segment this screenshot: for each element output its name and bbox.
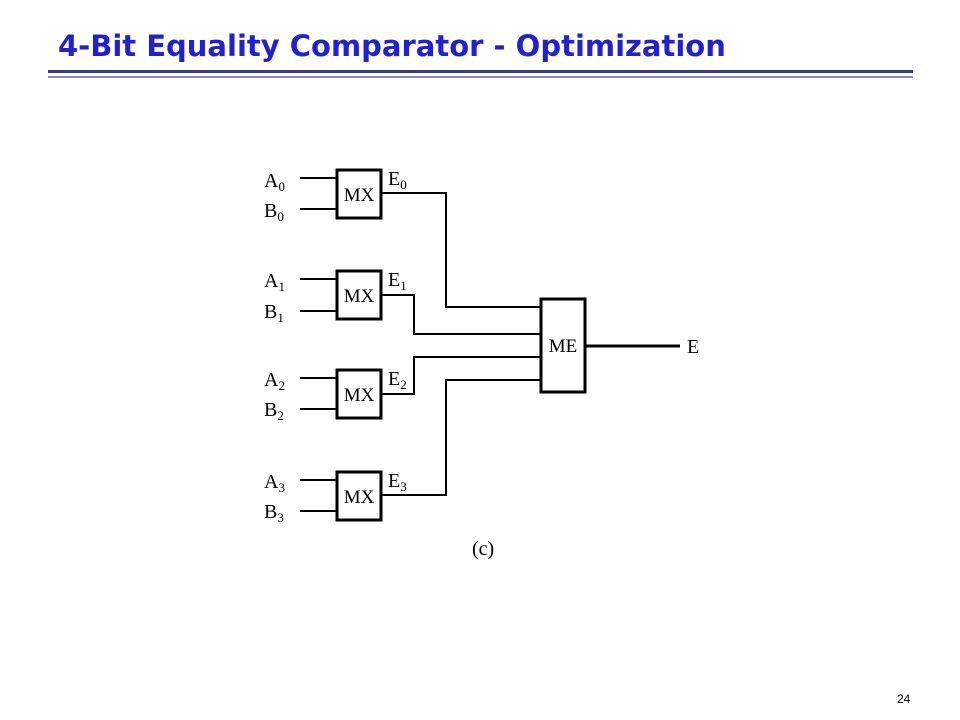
diagram-caption: (c)	[472, 538, 494, 560]
label-output-e: E	[687, 336, 699, 358]
label-b1: B1	[264, 301, 284, 325]
wire-e1	[381, 294, 541, 335]
mx-label-1: MX	[344, 286, 375, 307]
wire-e0	[381, 192, 541, 308]
wire-e2	[381, 356, 541, 395]
title-rule	[48, 70, 913, 78]
label-a2: A2	[264, 369, 285, 393]
label-e1: E1	[388, 269, 407, 293]
label-e3: E3	[388, 470, 407, 494]
slide-title: 4-Bit Equality Comparator - Optimization	[58, 29, 726, 63]
label-b2: B2	[264, 399, 284, 423]
mx-label-0: MX	[344, 185, 375, 206]
page-number: 24	[897, 692, 911, 706]
me-label: ME	[549, 336, 578, 357]
label-a1: A1	[264, 270, 285, 294]
label-a0: A0	[264, 170, 285, 194]
mx-label-3: MX	[344, 487, 375, 508]
wire-e3	[381, 379, 541, 496]
mx-label-2: MX	[344, 385, 375, 406]
label-a3: A3	[264, 471, 285, 495]
label-b3: B3	[264, 501, 284, 525]
label-e0: E0	[388, 168, 407, 192]
label-b0: B0	[264, 200, 284, 224]
label-e2: E2	[388, 368, 407, 392]
